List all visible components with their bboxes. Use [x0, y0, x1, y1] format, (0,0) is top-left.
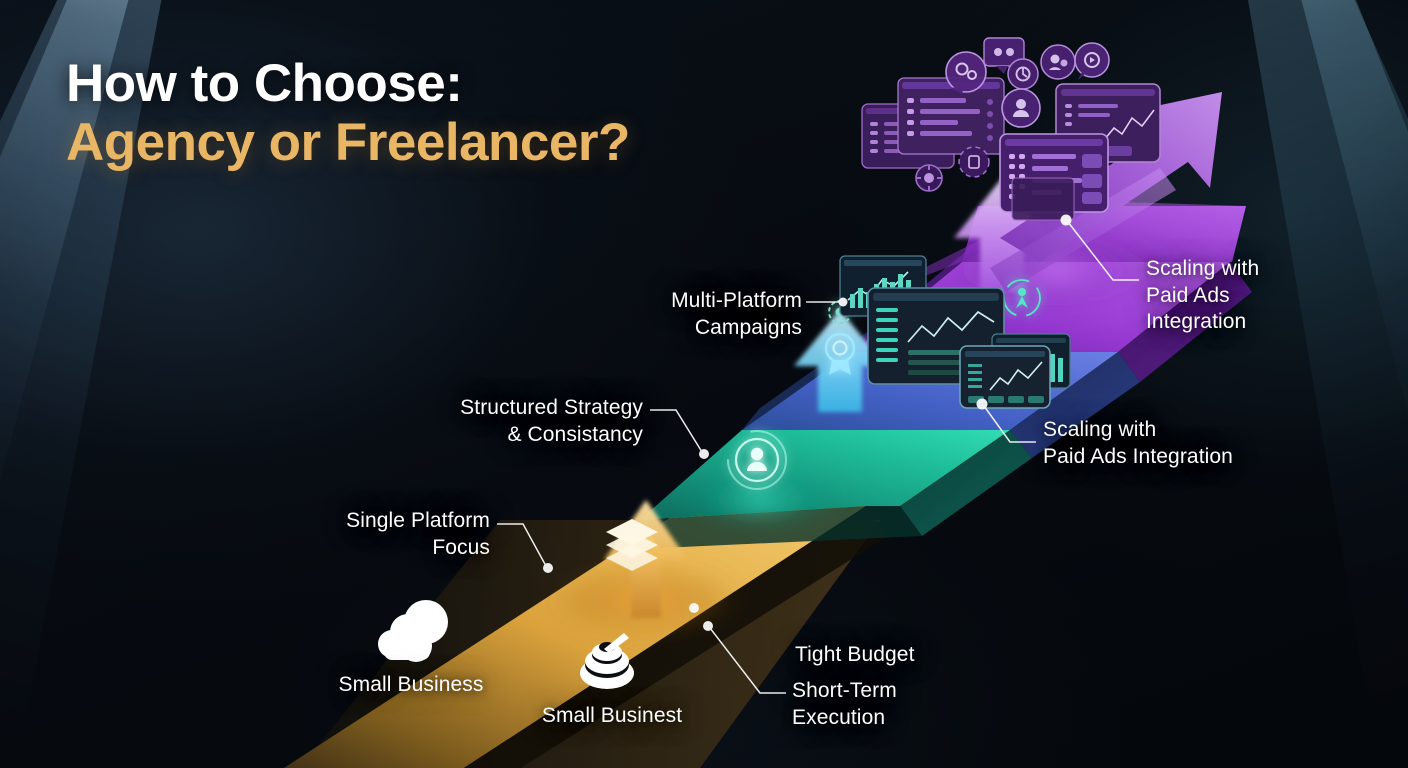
label-structured-strategy: Structured Strategy & Consistancy: [460, 396, 643, 446]
title-line-1: How to Choose:: [66, 54, 463, 113]
stage-structured-step: [640, 430, 1032, 548]
target-icon: [580, 633, 634, 689]
label-multi-platform-campaigns: Multi-Platform Campaigns: [671, 289, 802, 339]
user-profile-icon: [727, 430, 787, 490]
label-tight-budget: Tight Budget: [795, 643, 915, 666]
label-small-business-mid: Small Businest: [541, 704, 683, 727]
label-small-business-left: Small Business: [338, 673, 484, 696]
arrow-up-violet-icon: [954, 178, 1050, 292]
dashboard-cluster-teal: [839, 255, 1071, 409]
label-scaling-paid-ads-top: Scaling with Paid Ads Integration: [1146, 257, 1260, 334]
label-single-platform-focus: Single Platform Focus: [346, 509, 490, 559]
cloud-icon: [378, 600, 448, 662]
label-short-term-execution: Short-Term Execution: [792, 679, 897, 729]
award-ribbon-icon: [824, 332, 856, 375]
dashboard-cluster-purple: [861, 77, 1161, 221]
page-title: How to Choose: Agency or Freelancer?: [66, 54, 630, 174]
leader-lines: [497, 214, 1139, 694]
floating-icon-bubbles: [915, 37, 1110, 192]
label-scaling-paid-ads-bottom: Scaling with Paid Ads Integration: [1043, 418, 1233, 468]
layers-stack-icon: [606, 519, 658, 571]
stage-freelancer-base: [283, 506, 888, 768]
title-line-2: Agency or Freelancer?: [66, 113, 630, 173]
